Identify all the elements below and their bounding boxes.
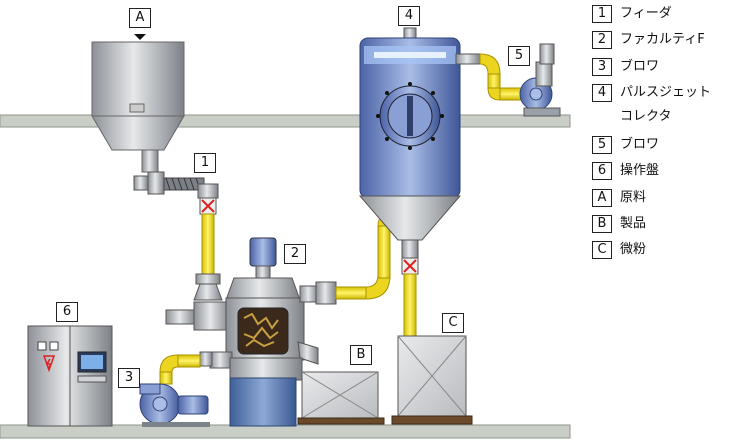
blower-top xyxy=(519,43,561,117)
callout-4: 4 xyxy=(398,6,420,26)
exhaust-pipe xyxy=(455,53,523,101)
fines-pipe xyxy=(403,273,417,337)
legend-label-3: ブロワ xyxy=(620,59,660,74)
legend-label-6: 操作盤 xyxy=(620,163,660,178)
feeder xyxy=(133,171,219,215)
legend-key-5: 5 xyxy=(592,136,612,154)
raw-material-hopper xyxy=(91,34,185,173)
callout-5: 5 xyxy=(508,46,530,66)
legend-key-3: 3 xyxy=(592,58,612,76)
legend-key-b: B xyxy=(592,215,612,233)
legend-key-6: 6 xyxy=(592,162,612,180)
fines-bin xyxy=(391,335,473,425)
callout-1: 1 xyxy=(194,153,216,173)
legend-key-1: 1 xyxy=(592,5,612,23)
pulse-jet-collector xyxy=(358,27,462,275)
transfer-pipe xyxy=(335,213,391,300)
lower-floor xyxy=(0,424,571,439)
legend-label-2: ファカルティF xyxy=(620,32,705,47)
classifier-mill xyxy=(165,237,337,427)
legend-label-4: パルスジェット xyxy=(620,85,712,100)
callout-c: C xyxy=(442,313,464,333)
legend-key-2: 2 xyxy=(592,31,612,49)
legend-label-c: 微粉 xyxy=(620,242,647,257)
callout-b: B xyxy=(350,345,372,365)
legend-key-a: A xyxy=(592,189,612,207)
legend-label-a: 原料 xyxy=(620,190,647,205)
legend-key-4: 4 xyxy=(592,84,612,102)
upper-floor xyxy=(0,114,571,128)
control-panel xyxy=(27,325,113,427)
feed-pipe xyxy=(201,213,215,275)
callout-3: 3 xyxy=(118,368,140,388)
legend-label-4-cont: コレクタ xyxy=(620,109,672,124)
callout-a: A xyxy=(129,8,151,28)
callout-6: 6 xyxy=(56,302,78,322)
callout-2: 2 xyxy=(284,244,306,264)
legend-label-b: 製品 xyxy=(620,216,647,231)
blower-bottom xyxy=(139,351,213,427)
legend-label-5: ブロワ xyxy=(620,137,660,152)
legend-label-1: フィーダ xyxy=(620,6,672,21)
product-bin xyxy=(297,371,385,425)
legend-key-c: C xyxy=(592,241,612,259)
